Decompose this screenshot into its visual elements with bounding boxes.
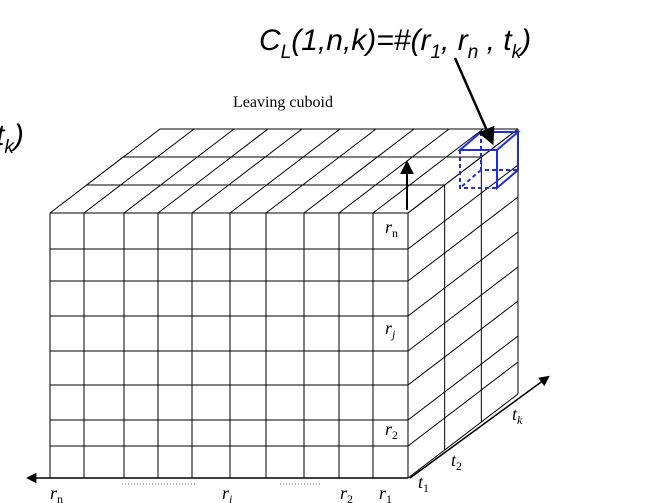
right-face-grid — [407, 128, 519, 479]
label-bottom-r1: r1 — [379, 483, 392, 503]
label-front-rj: rj — [385, 318, 396, 341]
formula-fragment-left: tk) — [0, 119, 24, 158]
right-grid-line — [407, 196, 519, 282]
top-grid-line — [372, 128, 484, 214]
right-grid-line — [407, 393, 519, 479]
label-bottom-rn: rn — [50, 483, 63, 503]
right-grid-line — [407, 231, 519, 317]
top-grid-line — [265, 128, 377, 214]
label-depth-t2: t2 — [451, 450, 462, 473]
label-front-r2: r2 — [385, 419, 398, 442]
depth-axis-arrow — [409, 375, 550, 479]
label-bottom-ri: ri — [222, 483, 232, 503]
top-grid-line — [49, 128, 161, 214]
label-front-rn: rn — [385, 217, 398, 240]
leaving-cuboid-label: Leaving cuboid — [233, 94, 333, 111]
top-grid-line — [191, 128, 303, 214]
right-grid-line — [407, 361, 519, 447]
formula: CL(1,n,k)=#(r1, rn , tk) — [259, 24, 531, 63]
top-grid-line — [338, 128, 450, 214]
front-face-grid — [49, 212, 409, 479]
top-grid-line — [157, 128, 269, 214]
top-face-grid — [49, 128, 519, 214]
label-depth-tk: tk — [512, 404, 523, 427]
label-depth-t1: t1 — [418, 472, 429, 495]
right-grid-line — [407, 164, 519, 250]
top-grid-line — [229, 128, 341, 214]
top-grid-line — [303, 128, 415, 214]
formula-pointer-arrow — [453, 57, 495, 146]
right-grid-line — [407, 335, 519, 421]
right-grid-line — [407, 128, 519, 214]
label-bottom-r2: r2 — [340, 483, 353, 503]
right-grid-line — [407, 300, 519, 386]
top-grid-line — [83, 128, 195, 214]
leaving-cuboid-highlight — [457, 131, 521, 191]
right-grid-line — [407, 266, 519, 352]
top-grid-line — [123, 128, 235, 214]
